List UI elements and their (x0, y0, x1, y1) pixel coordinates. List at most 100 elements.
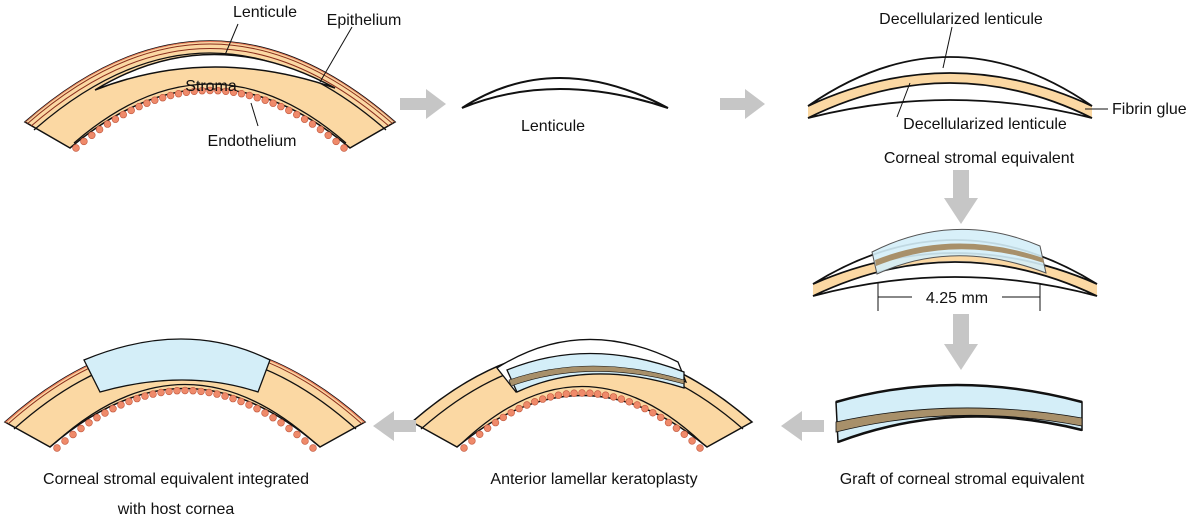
epithelium-leader (319, 26, 353, 83)
endothelial-cell (135, 102, 143, 111)
endothelial-cell (340, 144, 348, 152)
endothelial-cell (95, 125, 104, 134)
endothelial-cell (229, 88, 238, 97)
endothelial-cell (229, 394, 237, 403)
decellularized-lenticule-bottom (807, 82, 1093, 119)
endothelial-cell (491, 418, 500, 427)
endothelium-label: Endothelium (208, 133, 297, 150)
integrated-endothelium-cells (53, 386, 317, 452)
endothelial-cell (149, 390, 157, 398)
endothelial-cell (213, 390, 221, 398)
endothelial-cell (206, 86, 214, 95)
endothelial-cell (190, 87, 198, 96)
stroma-label: Stroma (185, 78, 237, 95)
endothelial-cell (245, 91, 254, 100)
arrow-down-2 (944, 314, 978, 370)
endothelial-cell (293, 110, 301, 119)
endothelial-cell (269, 99, 277, 107)
integrated-graft (83, 338, 271, 393)
endothelial-cell (133, 394, 141, 403)
endothelial-cell (189, 387, 197, 395)
endothelial-cell (649, 409, 657, 417)
endothelial-cell (141, 392, 149, 400)
endothelial-cell (80, 137, 88, 146)
endothelial-cell (174, 89, 183, 98)
endothelial-cell (237, 397, 245, 406)
endothelial-cell (111, 115, 120, 123)
lenticule-shape (461, 77, 669, 109)
integrated-panel: Corneal stromal equivalent integrated wi… (3, 338, 367, 518)
lenticule-label: Lenticule (233, 4, 297, 21)
endothelial-cell (85, 419, 93, 427)
endothelial-cell (61, 437, 69, 445)
corneal-stromal-equivalent-label: Corneal stromal equivalent (884, 150, 1075, 167)
lenticule-extracted-label: Lenticule (521, 118, 585, 135)
decell-bottom-label: Decellularized lenticule (903, 116, 1067, 133)
endothelial-cell (507, 409, 515, 417)
endothelial-cell (593, 390, 602, 398)
endothelial-cell (221, 392, 229, 400)
keratoplasty-endothelium-cells (460, 389, 704, 452)
endothelial-cell (570, 389, 578, 397)
fibrin-glue-label: Fibrin glue (1112, 101, 1187, 118)
endothelial-cell (127, 106, 135, 115)
epithelium-label: Epithelium (327, 12, 402, 29)
endothelial-cell (499, 413, 507, 422)
endothelial-cell (308, 120, 317, 128)
endothelial-cell (159, 93, 167, 102)
endothelial-cell (609, 393, 618, 401)
endothelial-cell (166, 91, 175, 100)
trephined-graft-glue (875, 243, 1044, 266)
endothelial-cell (181, 386, 189, 395)
endothelial-cell (309, 444, 317, 452)
endothelial-cell (237, 89, 246, 98)
endothelial-cell (88, 131, 96, 140)
integrated-caption-line1: Corneal stromal equivalent integrated (43, 471, 309, 488)
endothelial-cell (182, 88, 191, 97)
endothelial-cell (157, 388, 165, 397)
endothelial-cell (578, 389, 586, 397)
endothelial-cell (198, 86, 206, 95)
endothelium-leader (250, 102, 259, 127)
endothelial-cell (253, 405, 261, 413)
endothelial-cell (285, 424, 293, 433)
decellularized-lenticule-top (807, 56, 1093, 107)
graft-diameter-label: 4.25 mm (926, 290, 988, 307)
arrow-down-1 (944, 170, 978, 224)
endothelial-cell (277, 102, 285, 111)
endothelial-cell (586, 389, 594, 397)
endothelial-cell (562, 390, 570, 398)
arrow-left-2 (373, 411, 416, 441)
graft-caption: Graft of corneal stromal equivalent (840, 471, 1085, 488)
endothelial-cell (523, 401, 531, 409)
endothelial-cell (69, 430, 77, 439)
endothelial-cell (468, 437, 476, 445)
endothelial-cell (214, 86, 222, 95)
endothelial-cell (538, 395, 547, 403)
endothelial-cell (77, 424, 85, 433)
endothelial-cell (293, 430, 301, 439)
keratoplasty-graft (506, 352, 685, 393)
endothelial-cell (245, 401, 253, 409)
decell-top-label: Decellularized lenticule (879, 11, 1043, 28)
lenticule-leader (224, 23, 239, 56)
endothelial-cell (316, 125, 325, 134)
endothelial-cell (641, 404, 649, 413)
endothelial-cell (672, 424, 681, 432)
endothelial-cell (253, 93, 261, 102)
cornea-native: Lenticule Epithelium Stroma Endothelium (23, 4, 402, 152)
trephined-equivalent: 4.25 mm (812, 228, 1098, 311)
endothelial-cell (222, 87, 230, 96)
endothelial-cell (72, 144, 80, 152)
endothelial-cell (53, 444, 61, 452)
endothelial-cell (515, 404, 523, 413)
endothelial-cell (143, 99, 151, 107)
endothelial-cell (119, 110, 128, 119)
keratoplasty-caption: Anterior lamellar keratoplasty (490, 471, 697, 488)
endothelial-cell (125, 397, 133, 406)
endothelial-cell (261, 409, 269, 417)
arrow-right-2 (720, 89, 765, 119)
cornea-native-endothelium-cells (72, 86, 348, 152)
endothelial-cell (109, 405, 117, 413)
